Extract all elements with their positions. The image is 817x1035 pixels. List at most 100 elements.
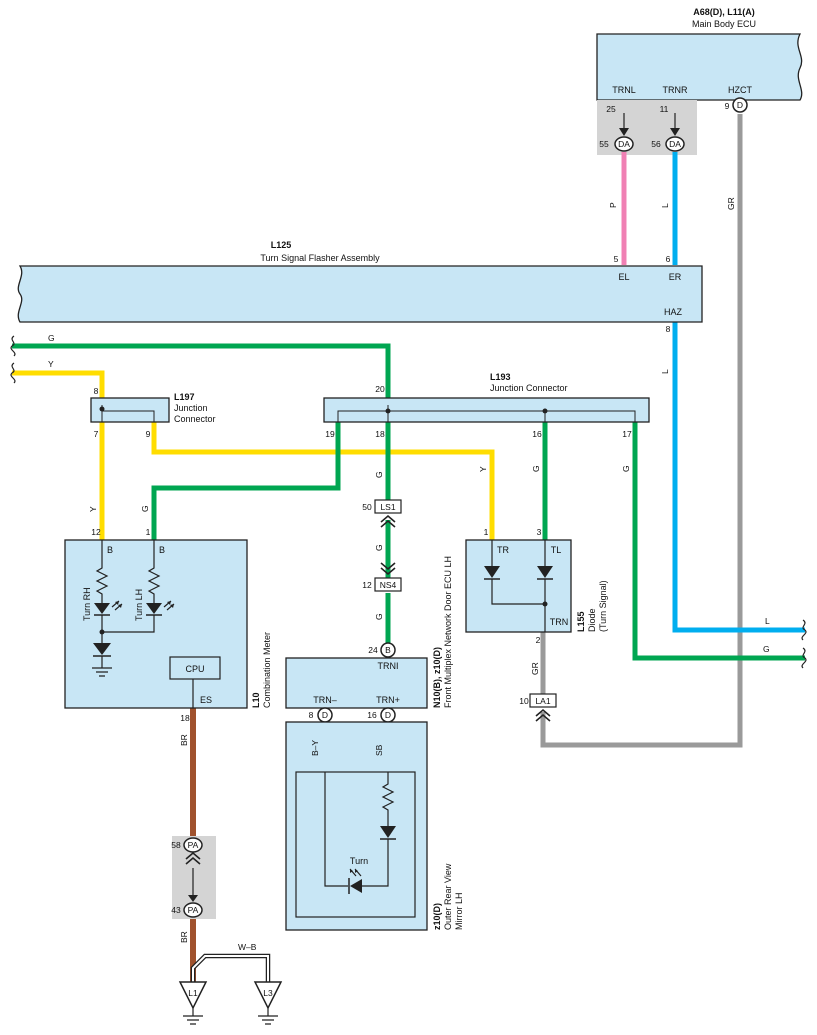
da-55-code: DA [618, 139, 630, 149]
l193-pin-17: 17 [622, 429, 632, 439]
led-turn-rh-icon [94, 600, 123, 616]
flasher-pin-er: ER [669, 272, 682, 282]
l10-pin-18: 18 [180, 713, 190, 723]
resistor-lh-icon [147, 540, 161, 603]
l10-es: ES [200, 695, 212, 705]
diode-ground-icon [92, 643, 112, 677]
flasher-id: L125 [271, 240, 292, 250]
ns4-code: NS4 [380, 580, 397, 590]
ground-l3-label: L3 [263, 988, 273, 998]
z10-name-2: Mirror LH [454, 893, 464, 931]
label-sb: SB [374, 744, 384, 756]
b24-code: B [385, 645, 391, 655]
connector-ns4: NS4 12 [362, 562, 402, 592]
z10-mirror: Turn z10(D) Outer Rear View Mirror LH [285, 721, 464, 931]
wire-yellow-l155 [151, 422, 495, 540]
label-br-bottom: BR [179, 931, 189, 943]
connector-da-55: DA 55 [599, 113, 634, 152]
pa58-num: 58 [171, 840, 181, 850]
l10-id: L10 [251, 692, 261, 708]
ground-l3-icon: L3 [253, 981, 283, 1025]
n10-pin-8: 8 [309, 710, 314, 720]
pa43-code: PA [188, 905, 199, 915]
label-g-top: G [48, 333, 55, 343]
l155-pin-3: 3 [537, 527, 542, 537]
ecu-pin-hzct: HZCT [728, 85, 752, 95]
ground-l1-label: L1 [188, 988, 198, 998]
pin-5: 5 [614, 254, 619, 264]
ecu-id: A68(D), L11(A) [693, 7, 755, 17]
pin-9: 9 [725, 101, 730, 111]
z10-name-1: Outer Rear View [443, 863, 453, 930]
l197-name-2: Connector [174, 414, 216, 424]
la1-num: 10 [519, 696, 529, 706]
n10-trni: TRNI [378, 661, 399, 671]
da-56-num: 56 [651, 139, 661, 149]
flasher-assembly: L125 Turn Signal Flasher Assembly EL ER … [17, 240, 703, 334]
wire-gray [540, 114, 743, 748]
n10-door-ecu: B 24 TRNI TRN– TRN+ N10(B), z10(D) Front… [285, 556, 453, 723]
resistor-rh-icon [95, 540, 109, 603]
wire-w-b [190, 953, 271, 982]
label-gr-right: GR [726, 197, 736, 210]
l10-cpu: CPU [185, 664, 204, 674]
connector-pa-43: PA 43 [171, 868, 203, 918]
label-g-mid: G [374, 544, 384, 551]
z10-id: z10(D) [432, 903, 442, 930]
l197-id: L197 [174, 392, 195, 402]
connector-ls1: LS1 50 [362, 499, 402, 528]
ground-l1-icon: L1 [178, 981, 208, 1025]
ls1-num: 50 [362, 502, 372, 512]
l155-id: L155 [576, 611, 586, 632]
l155-name-1: Diode [587, 608, 597, 632]
l193-pin-19: 19 [325, 429, 335, 439]
l155-diode: 1 3 TR TL TRN 2 L155 Diode (Turn Signal) [465, 527, 608, 645]
label-l-right: L [765, 616, 770, 626]
wire-yellow-top [12, 370, 105, 398]
l193-id: L193 [490, 372, 511, 382]
n10-trn-minus: TRN– [313, 695, 337, 705]
l193-pin-18: 18 [375, 429, 385, 439]
l155-pin-2: 2 [536, 635, 541, 645]
l10-combination-meter: 12 1 B B Turn RH Turn LH [64, 527, 272, 723]
l193-pin-16: 16 [532, 429, 542, 439]
l197-name-1: Junction [174, 403, 208, 413]
l197-pin-7: 7 [94, 429, 99, 439]
pin-8-haz: 8 [666, 324, 671, 334]
label-g-right: G [763, 644, 770, 654]
d8-code: D [322, 710, 328, 720]
flasher-pin-haz: HAZ [664, 307, 683, 317]
label-l-top: L [660, 203, 670, 208]
l10-turn-rh: Turn RH [82, 587, 92, 621]
n10-pin-24: 24 [368, 645, 378, 655]
connector-la1: LA1 10 [519, 693, 557, 722]
label-g-p17: G [621, 465, 631, 472]
ecu-pin-trnr: TRNR [663, 85, 688, 95]
d-hzct-code: D [737, 100, 743, 110]
label-g-ns4: G [374, 613, 384, 620]
label-y-l10: Y [88, 506, 98, 512]
l10-pin-12: 12 [91, 527, 101, 537]
label-g-l155: G [531, 465, 541, 472]
l10-b2: B [159, 545, 165, 555]
l197-junction-connector: L197 Junction Connector 8 7 9 [90, 386, 216, 439]
z10-turn: Turn [350, 856, 368, 866]
l155-pin-1: 1 [484, 527, 489, 537]
n10-name: Front Multiplex Network Door ECU LH [443, 556, 453, 708]
wire-green-top [12, 343, 391, 398]
label-b-y: B–Y [310, 740, 320, 756]
led-mirror-turn-icon [348, 868, 362, 894]
n10-trn-plus: TRN+ [376, 695, 400, 705]
l155-tr: TR [497, 545, 509, 555]
label-gr-la1: GR [530, 662, 540, 675]
l155-tl: TL [551, 545, 562, 555]
l10-b1: B [107, 545, 113, 555]
wire-blue-haz [672, 322, 805, 633]
flasher-pin-el: EL [618, 272, 629, 282]
connector-pa-58: PA 58 [171, 837, 203, 865]
pa58-code: PA [188, 840, 199, 850]
l193-pin-20: 20 [375, 384, 385, 394]
n10-pin-16: 16 [367, 710, 377, 720]
label-p: P [608, 202, 618, 208]
